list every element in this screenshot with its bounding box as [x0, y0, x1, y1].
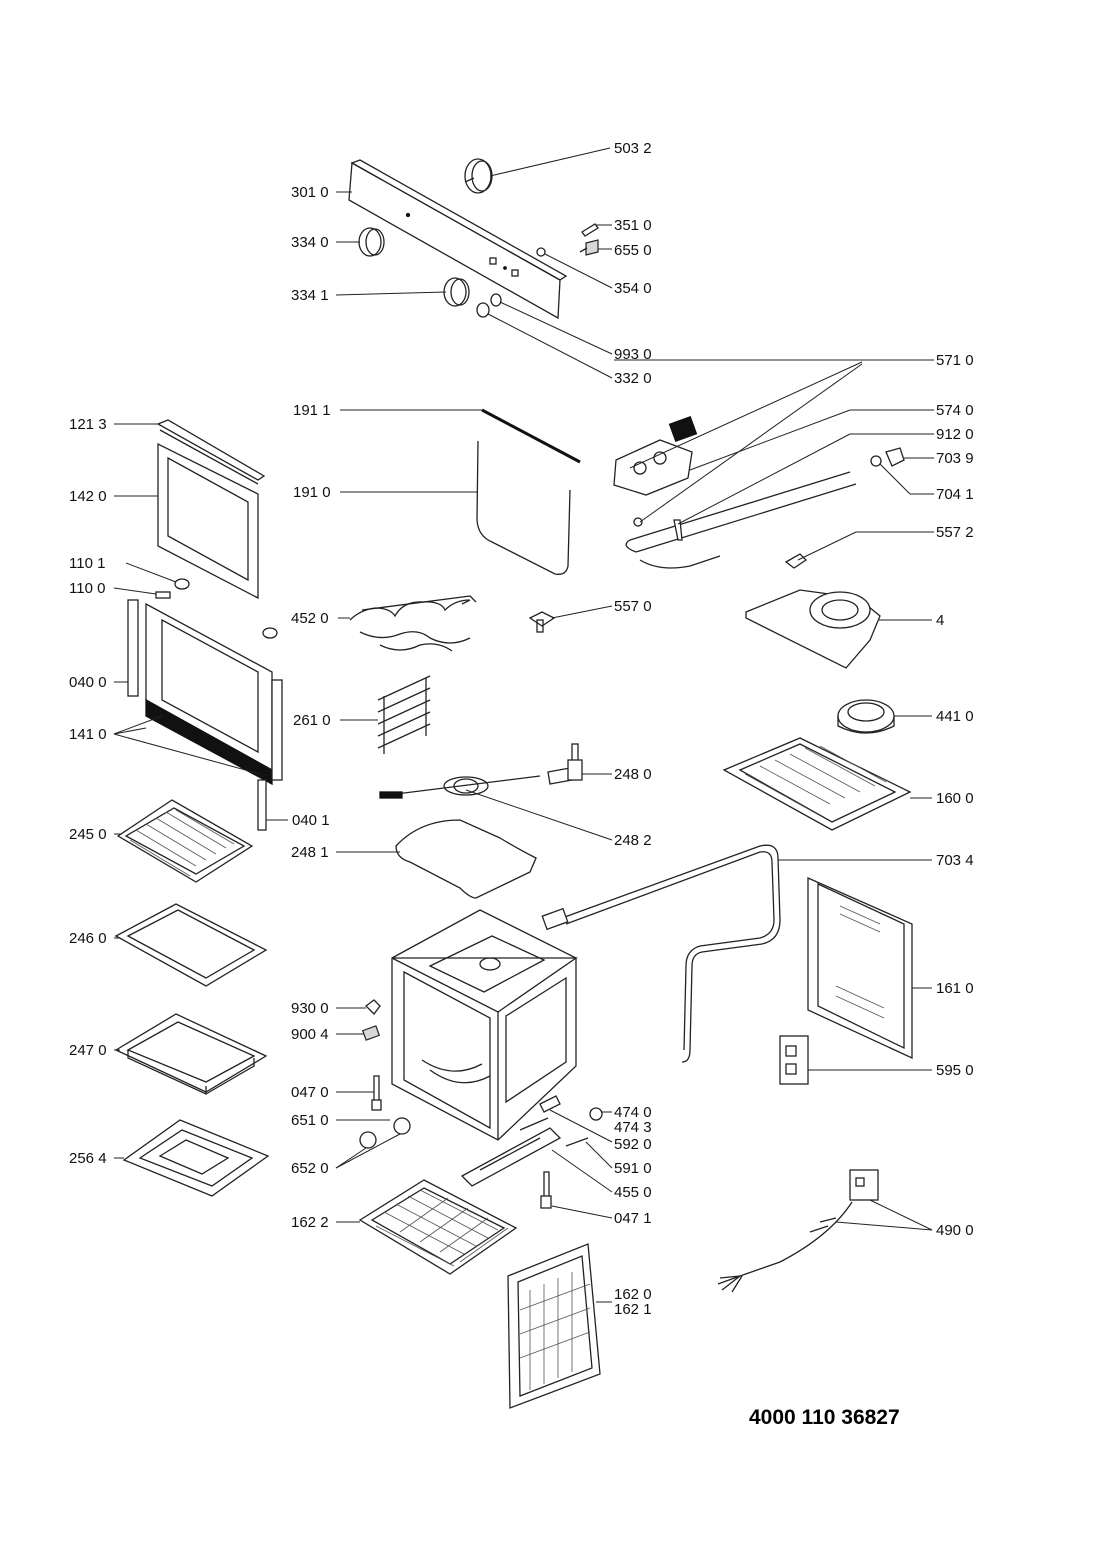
door-bracket-drawing	[155, 578, 278, 639]
deep-tray-drawing	[114, 1013, 268, 1096]
door-seal-drawing	[476, 440, 571, 575]
part-labels: 503 2 301 0 351 0 334 0 655 0 354 0 334 …	[69, 140, 974, 1318]
part-label-162-1: 162 1	[614, 1301, 652, 1318]
part-label-040-1: 040 1	[292, 812, 330, 829]
push-button-drawing	[476, 293, 502, 318]
rear-panel-drawing	[807, 877, 913, 1060]
part-label-474-3: 474 3	[614, 1119, 652, 1136]
temperature-sensor-drawing	[540, 1171, 552, 1209]
oven-cavity-drawing	[391, 909, 579, 1141]
baking-tray-drawing	[114, 903, 268, 987]
door-hinge-drawing	[127, 599, 283, 831]
part-label-248-0: 248 0	[614, 766, 652, 783]
part-label-4: 4	[936, 612, 944, 629]
ignition-parts-drawing	[460, 1095, 603, 1187]
part-label-191-1: 191 1	[293, 402, 331, 419]
part-label-652-0: 652 0	[291, 1160, 329, 1177]
part-label-912-0: 912 0	[936, 426, 974, 443]
door-top-trim-drawing	[156, 419, 266, 485]
wire-shelf-drawing	[116, 799, 254, 883]
part-label-455-0: 455 0	[614, 1184, 652, 1201]
rotisserie-drawing	[379, 743, 583, 799]
knob-drawing	[358, 227, 385, 257]
part-label-121-3: 121 3	[69, 416, 107, 433]
glass-panel-drawing	[481, 408, 581, 464]
inner-door-glass-drawing	[157, 442, 259, 600]
part-label-503-2: 503 2	[614, 140, 652, 157]
part-label-301-0: 301 0	[291, 184, 329, 201]
lamp-drawing	[365, 999, 381, 1015]
part-label-703-4: 703 4	[936, 852, 974, 869]
part-label-160-0: 160 0	[936, 790, 974, 807]
part-label-161-0: 161 0	[936, 980, 974, 997]
part-label-354-0: 354 0	[614, 280, 652, 297]
part-label-557-0: 557 0	[614, 598, 652, 615]
bottom-grid-drawing	[358, 1179, 518, 1275]
part-label-704-1: 704 1	[936, 486, 974, 503]
knob-drawing	[443, 277, 470, 307]
part-label-651-0: 651 0	[291, 1112, 329, 1129]
rotisserie-frame-drawing	[395, 819, 537, 899]
part-label-162-0: 162 0	[614, 1286, 652, 1303]
timer-drawing	[464, 158, 493, 194]
lamp-holder-drawing	[359, 1117, 411, 1149]
gas-tube-drawing	[541, 844, 781, 1063]
part-label-591-0: 591 0	[614, 1160, 652, 1177]
part-label-334-1: 334 1	[291, 287, 329, 304]
part-label-571-0: 571 0	[936, 352, 974, 369]
part-label-247-0: 247 0	[69, 1042, 107, 1059]
gas-pipe-drawing	[625, 447, 905, 569]
side-panel-drawing	[507, 1243, 601, 1409]
part-label-557-2: 557 2	[936, 524, 974, 541]
part-label-930-0: 930 0	[291, 1000, 329, 1017]
lamp-cover-drawing	[361, 1025, 381, 1041]
part-label-110-1: 110 1	[69, 555, 105, 572]
part-label-474-0: 474 0	[614, 1104, 652, 1121]
pizza-tray-drawing	[122, 1119, 270, 1197]
side-rack-drawing	[377, 675, 431, 754]
part-label-703-9: 703 9	[936, 450, 974, 467]
part-label-246-0: 246 0	[69, 930, 107, 947]
burner-cap-drawing	[837, 699, 895, 734]
part-label-574-0: 574 0	[936, 402, 974, 419]
part-label-452-0: 452 0	[291, 610, 329, 627]
part-label-141-0: 141 0	[69, 726, 107, 743]
part-label-047-1: 047 1	[614, 1210, 652, 1227]
part-label-993-0: 993 0	[614, 346, 652, 363]
part-label-110-0: 110 0	[69, 580, 105, 597]
part-label-248-2: 248 2	[614, 832, 652, 849]
terminal-block-drawing	[779, 1035, 809, 1085]
part-label-047-0: 047 0	[291, 1084, 329, 1101]
part-label-900-4: 900 4	[291, 1026, 329, 1043]
part-label-334-0: 334 0	[291, 234, 329, 251]
selector-switch-drawing	[613, 415, 698, 527]
control-panel-drawing	[348, 159, 568, 320]
document-number: 4000 110 36827	[749, 1406, 900, 1429]
part-label-142-0: 142 0	[69, 488, 107, 505]
part-label-332-0: 332 0	[614, 370, 652, 387]
switch-drawing	[536, 223, 599, 257]
part-label-191-0: 191 0	[293, 484, 331, 501]
outer-door-drawing	[145, 602, 273, 786]
power-cable-drawing	[717, 1169, 879, 1293]
part-label-490-0: 490 0	[936, 1222, 974, 1239]
part-label-441-0: 441 0	[936, 708, 974, 725]
part-label-592-0: 592 0	[614, 1136, 652, 1153]
leader-lines	[113, 147, 934, 1303]
part-label-040-0: 040 0	[69, 674, 107, 691]
part-label-248-1: 248 1	[291, 844, 329, 861]
part-label-655-0: 655 0	[614, 242, 652, 259]
part-label-351-0: 351 0	[614, 217, 652, 234]
part-label-256-4: 256 4	[69, 1150, 107, 1167]
part-label-261-0: 261 0	[293, 712, 331, 729]
part-label-245-0: 245 0	[69, 826, 107, 843]
grill-pan-drawing	[722, 737, 912, 831]
heating-element-drawing	[349, 595, 477, 652]
burner-drawing	[745, 589, 881, 669]
temperature-sensor-drawing	[371, 1075, 382, 1111]
part-label-162-2: 162 2	[291, 1214, 329, 1231]
part-label-595-0: 595 0	[936, 1062, 974, 1079]
